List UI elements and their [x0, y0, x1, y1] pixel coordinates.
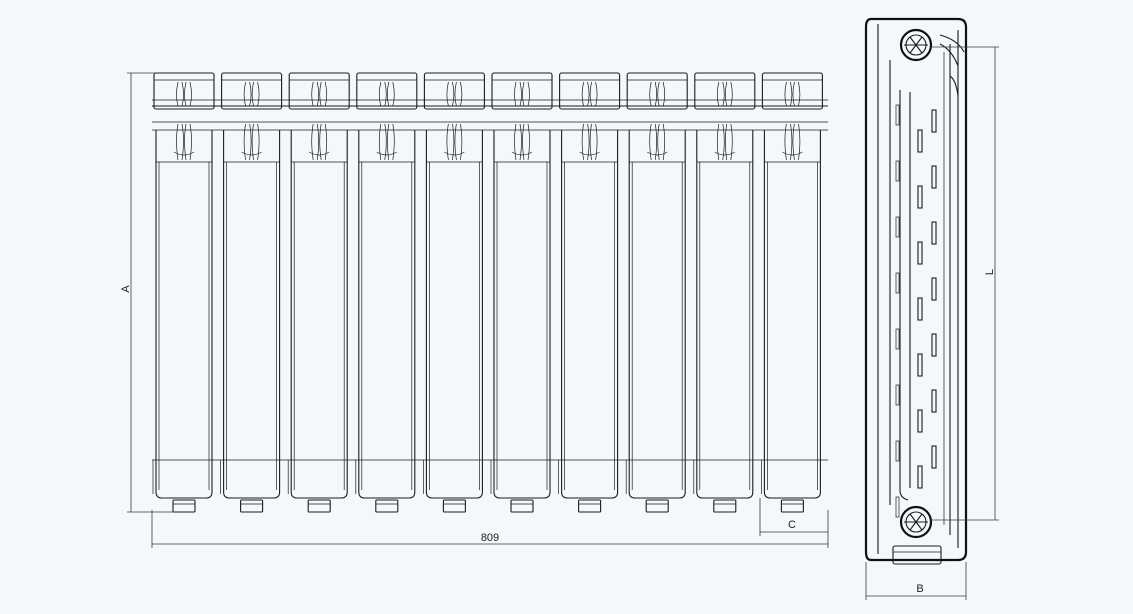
side-channel-dash: [895, 104, 900, 126]
side-channel-dash: [931, 165, 937, 189]
radiator-section: [287, 72, 350, 513]
side-view: [864, 17, 968, 565]
side-channel-dash: [895, 496, 900, 518]
side-channel-dash: [931, 109, 937, 133]
side-channel-dash: [931, 277, 937, 301]
radiator-section: [761, 72, 823, 513]
side-channel-dash: [931, 333, 937, 357]
side-channel-dash: [895, 160, 900, 182]
dimension-l-label: L: [984, 269, 996, 275]
front-view: [152, 72, 828, 513]
side-channel-dash: [917, 185, 923, 209]
side-channel-dash: [917, 129, 923, 153]
side-channel-dash: [895, 328, 900, 350]
radiator-section: [152, 72, 215, 513]
dimension-a: A: [120, 72, 175, 513]
dimension-width-label: 809: [481, 532, 499, 544]
radiator-section: [558, 72, 621, 513]
radiator-section: [220, 72, 283, 513]
side-channel-dash: [895, 216, 900, 238]
dimension-a-label: A: [120, 285, 132, 293]
radiator-section: [625, 72, 688, 513]
side-channel-dash: [917, 465, 923, 489]
radiator-section: [423, 72, 485, 513]
side-channel-dash: [917, 241, 923, 265]
side-channel-dash: [931, 221, 937, 245]
radiator-section: [490, 72, 553, 513]
radiator-section: [355, 72, 418, 513]
dimension-width: 809: [151, 510, 829, 548]
side-channel-dash: [917, 297, 923, 321]
dimension-l: L: [930, 46, 999, 521]
radiator-section: [693, 72, 756, 513]
side-channel-dash: [895, 272, 900, 294]
side-channel-dash: [917, 353, 923, 377]
side-channel-dash: [931, 389, 937, 413]
dimension-b-label: B: [916, 583, 923, 595]
side-channel-dash: [895, 440, 900, 462]
side-channel-dash: [931, 445, 937, 469]
side-channel-dash: [917, 409, 923, 433]
side-channel-dash: [895, 384, 900, 406]
dimension-c: C: [759, 498, 828, 536]
dimension-b: B: [865, 562, 967, 600]
dimension-c-label: C: [788, 519, 796, 531]
